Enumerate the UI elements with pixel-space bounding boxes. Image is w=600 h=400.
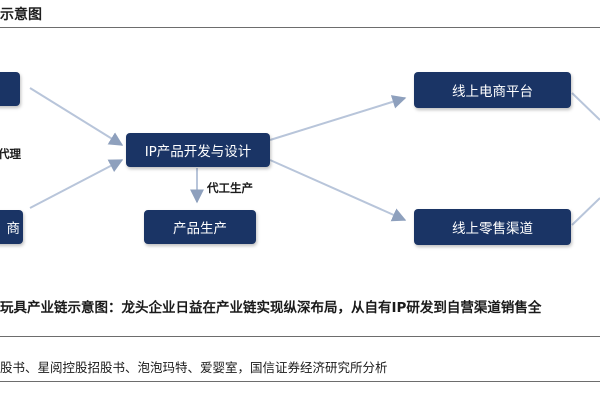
node-online-retail-label: 线上零售渠道 (452, 221, 533, 237)
arrow-right-top-to-offscreen (571, 92, 600, 121)
node-production-label: 产品生产 (173, 221, 227, 237)
node-left-top (0, 72, 20, 106)
node-ip-design-label: IP产品开发与设计 (144, 144, 252, 160)
caption-divider (0, 336, 600, 337)
source-note: 股书、星阅控股招股书、泡泡玛特、爱婴室，国信证券经济研究所分析 (0, 360, 388, 375)
flow-arrows (29, 87, 600, 226)
edge-label-oem: 代工生产 (207, 181, 253, 195)
arrow-center-to-right-bottom (269, 159, 407, 222)
arrow-left-bottom-to-center (29, 159, 124, 209)
source-divider (0, 381, 600, 382)
node-online-ecommerce-label: 线上电商平台 (452, 84, 533, 100)
node-left-bottom-label: 商 (6, 221, 21, 237)
arrow-center-to-right-top (269, 95, 407, 141)
node-online-ecommerce: 线上电商平台 (414, 72, 571, 108)
edge-label-agent: 代理 (0, 147, 21, 161)
figure-header-title: 示意图 (0, 7, 42, 23)
node-left-bottom: 商 (0, 210, 23, 244)
node-production: 产品生产 (144, 210, 256, 244)
arrow-right-bottom-to-offscreen (571, 197, 600, 226)
header-divider (0, 27, 600, 28)
arrow-left-top-to-center (29, 87, 124, 146)
node-ip-design: IP产品开发与设计 (126, 133, 270, 167)
figure-caption: 玩具产业链示意图：龙头企业日益在产业链实现纵深布局，从自有IP研发到自营渠道销售… (0, 300, 542, 316)
node-online-retail: 线上零售渠道 (414, 209, 571, 245)
